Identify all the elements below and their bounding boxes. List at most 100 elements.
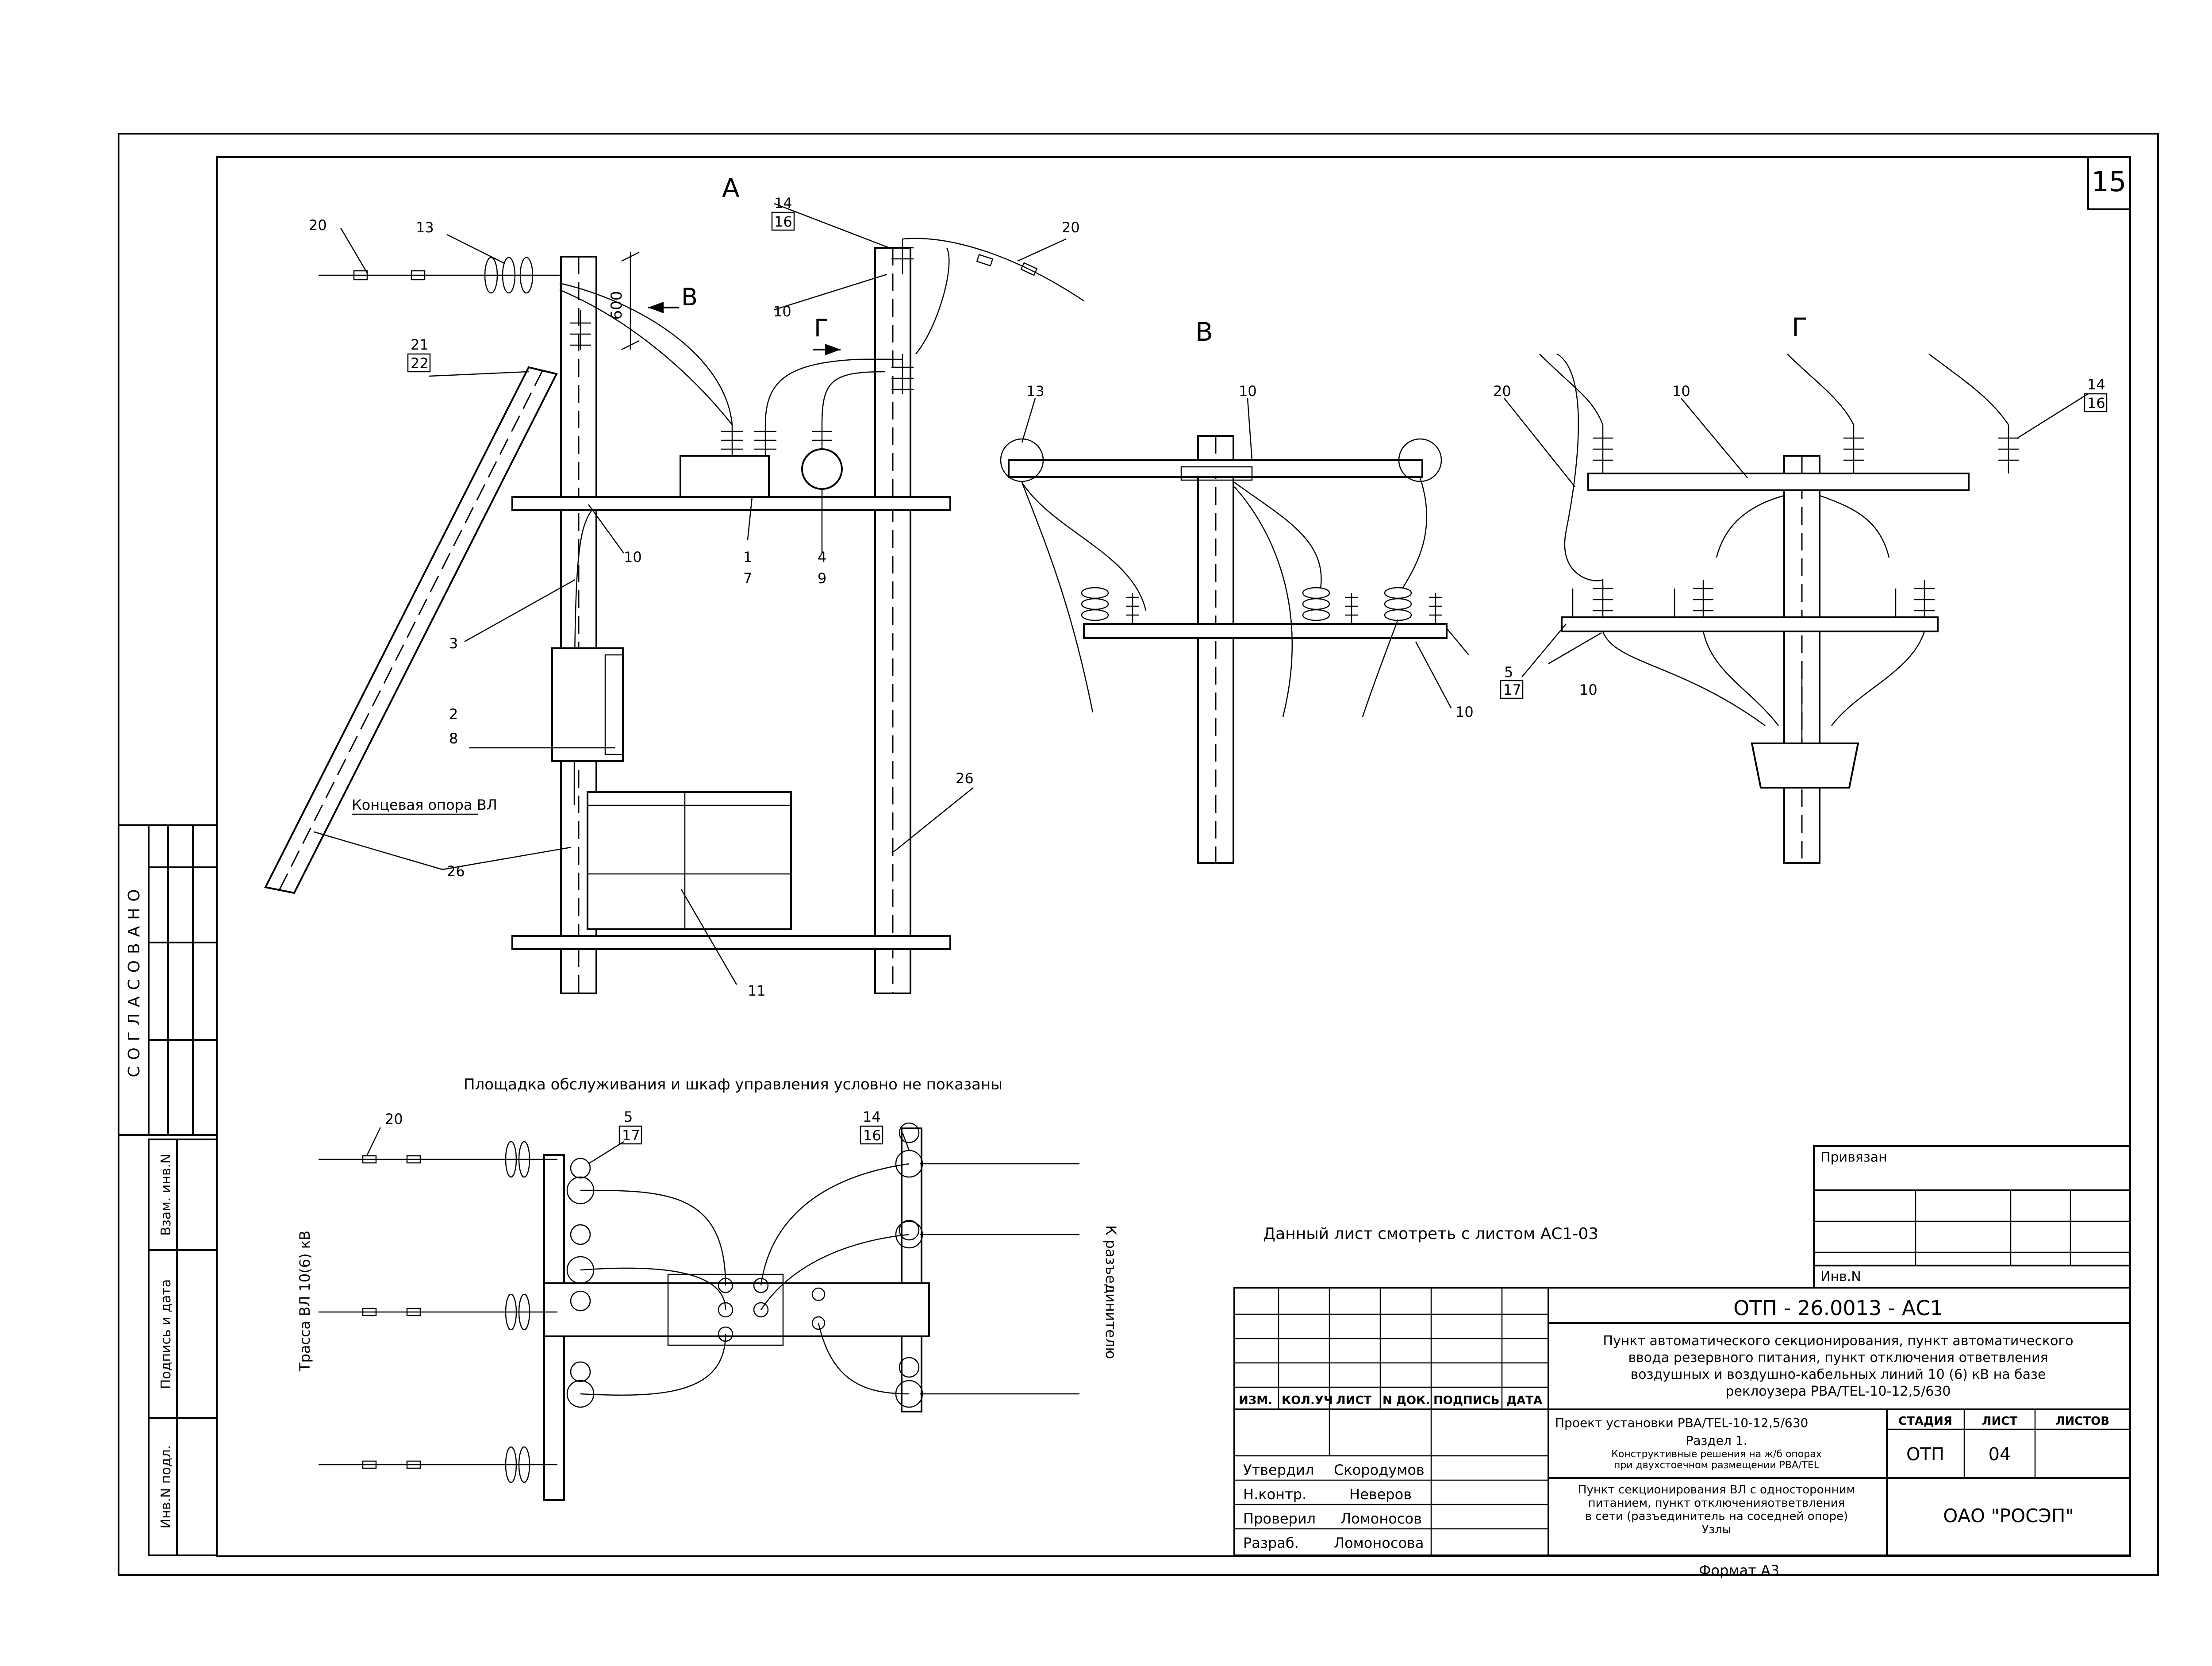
callout-10-d: 10 [1455, 704, 1474, 720]
callout-26-a: 26 [447, 863, 465, 880]
control-cabinet [551, 647, 624, 762]
callout-22-a: 22 [411, 355, 429, 372]
approval-label: СОГЛАСОВАНО [125, 883, 143, 1077]
view-a: А [264, 173, 1084, 999]
title-block: Привязан Инв.N ИЗМ. КОЛ.УЧ ЛИСТ N ДОК. П… [1233, 1145, 2131, 1556]
transformer-body [801, 448, 843, 490]
sheet-title-line-1: Пункт секционирования ВЛ с односторонним [1578, 1483, 1855, 1497]
recloser-tank [680, 455, 770, 498]
stage-header: СТАДИЯ [1898, 1415, 1952, 1428]
hdr-date: ДАТА [1506, 1394, 1542, 1407]
callout-16-c: 16 [863, 1127, 881, 1144]
project-title: Проект установки РВА/TEL-10-12,5/630 [1555, 1416, 1808, 1430]
section-line-1: Раздел 1. [1686, 1433, 1747, 1448]
callout-10-b: 10 [773, 303, 791, 320]
callout-13-a: 13 [416, 219, 434, 236]
field-signature-date: Подпись и дата [158, 1279, 174, 1389]
hdr-ndok: N ДОК. [1382, 1394, 1430, 1407]
view-b: В 13 10 10 [1000, 317, 1474, 864]
sheet-header: ЛИСТ [1982, 1415, 2017, 1428]
callout-14-c: 14 [863, 1108, 881, 1125]
plan-view: Площадка обслуживания и шкаф управления … [296, 1076, 1119, 1501]
callout-26-b: 26 [956, 770, 974, 787]
callout-2-a: 2 [449, 706, 458, 723]
callout-4-a: 4 [818, 549, 826, 566]
callout-21-a: 21 [411, 336, 429, 353]
sheet-number: 15 [2092, 165, 2127, 198]
callout-5-b: 5 [624, 1108, 633, 1125]
callout-17-b: 17 [622, 1127, 640, 1144]
format-label: Формат А3 [1699, 1562, 1779, 1579]
section-arrow-b: В [681, 283, 698, 311]
plan-note: Площадка обслуживания и шкаф управления … [464, 1076, 1002, 1093]
role-developed: Разраб. [1243, 1535, 1299, 1551]
stage-value: ОТП [1906, 1444, 1944, 1465]
hdr-signature: ПОДПИСЬ [1433, 1394, 1499, 1407]
role-norm-control: Н.контр. [1243, 1486, 1306, 1503]
callout-8-a: 8 [449, 730, 458, 747]
disconnector-label: К разъединителю [1102, 1225, 1119, 1359]
view-a-label: А [722, 173, 740, 203]
inv-n-label: Инв.N [1820, 1269, 1861, 1285]
callout-20-a: 20 [309, 217, 327, 234]
description-line-1: Пункт автоматического секционирования, п… [1603, 1333, 2073, 1349]
field-replace-inv: Взам. инв.N [158, 1154, 174, 1235]
see-sheet-note: Данный лист смотреть с листом АС1-03 [1263, 1225, 1598, 1243]
description-line-2: ввода резервного питания, пункт отключен… [1628, 1350, 2048, 1366]
name-checked: Ломоносов [1340, 1510, 1422, 1527]
callout-1-a: 1 [743, 549, 752, 566]
callout-20-d: 20 [385, 1111, 403, 1127]
company-name: ОАО "РОСЭП" [1943, 1505, 2074, 1527]
callout-16-b: 16 [2087, 395, 2105, 412]
callout-10-f: 10 [1672, 383, 1690, 400]
callout-10-c: 10 [1239, 383, 1257, 400]
role-checked: Проверил [1243, 1510, 1316, 1527]
callout-14-a: 14 [774, 195, 792, 212]
section-arrow-g: Г [814, 314, 829, 342]
name-norm-control: Неверов [1349, 1486, 1412, 1503]
upper-crossarm [511, 496, 951, 511]
name-approved: Скородумов [1334, 1462, 1425, 1478]
crossarm-b-bottom [1083, 623, 1448, 639]
callout-20-b: 20 [1062, 219, 1080, 236]
callout-16-a: 16 [774, 213, 792, 230]
callout-9-a: 9 [818, 570, 826, 587]
section-line-2: Конструктивные решения на ж/б опорах [1611, 1449, 1822, 1460]
callout-17-a: 17 [1503, 681, 1521, 698]
end-pole-note: Концевая опора ВЛ [352, 796, 497, 813]
callout-11-a: 11 [748, 982, 766, 999]
approval-strip: СОГЛАСОВАНО Взам. инв.N Подпись и дата И… [118, 824, 218, 1556]
role-approved: Утвердил [1243, 1462, 1314, 1478]
disconnector-base [1751, 743, 1859, 789]
field-inv-original: Инв.N подл. [158, 1445, 174, 1529]
callout-7-a: 7 [743, 570, 752, 587]
description-line-3: воздушных и воздушно-кабельных линий 10 … [1631, 1367, 2046, 1382]
dim-600: 600 [608, 291, 626, 320]
callout-20-c: 20 [1493, 383, 1511, 400]
description-line-4: реклоузера РВА/TEL-10-12,5/630 [1725, 1384, 1951, 1399]
plan-recloser-frame [543, 1282, 930, 1337]
doc-code: ОТП - 26.0013 - АС1 [1733, 1296, 1943, 1320]
section-line-3: при двухстоечном размещении РВА/TEL [1614, 1460, 1820, 1471]
crossarm-g-top [1587, 473, 1970, 491]
lower-crossarm [511, 935, 951, 950]
hdr-izm: ИЗМ. [1239, 1394, 1272, 1407]
callout-5-a: 5 [1504, 664, 1513, 681]
callout-10-e: 10 [1579, 681, 1598, 698]
hdr-kol: КОЛ.УЧ [1282, 1394, 1333, 1407]
callout-13-b: 13 [1026, 383, 1045, 400]
callout-10-a: 10 [624, 549, 642, 566]
sheet-title-line-4: Узлы [1702, 1523, 1732, 1536]
sheet-title-line-2: питанием, пункт отключенияответвления [1588, 1497, 1845, 1510]
callout-14-b: 14 [2087, 376, 2105, 393]
route-label: Трасса ВЛ 10(6) кВ [296, 1231, 313, 1372]
sheets-header: ЛИСТОВ [2055, 1415, 2109, 1428]
service-platform [587, 791, 792, 930]
crossarm-g-bottom [1561, 616, 1939, 632]
sheet-value: 04 [1989, 1444, 2011, 1465]
hdr-list: ЛИСТ [1336, 1394, 1371, 1407]
crossarm-b-top [1008, 459, 1423, 478]
privyazan-label: Привязан [1820, 1150, 1887, 1165]
